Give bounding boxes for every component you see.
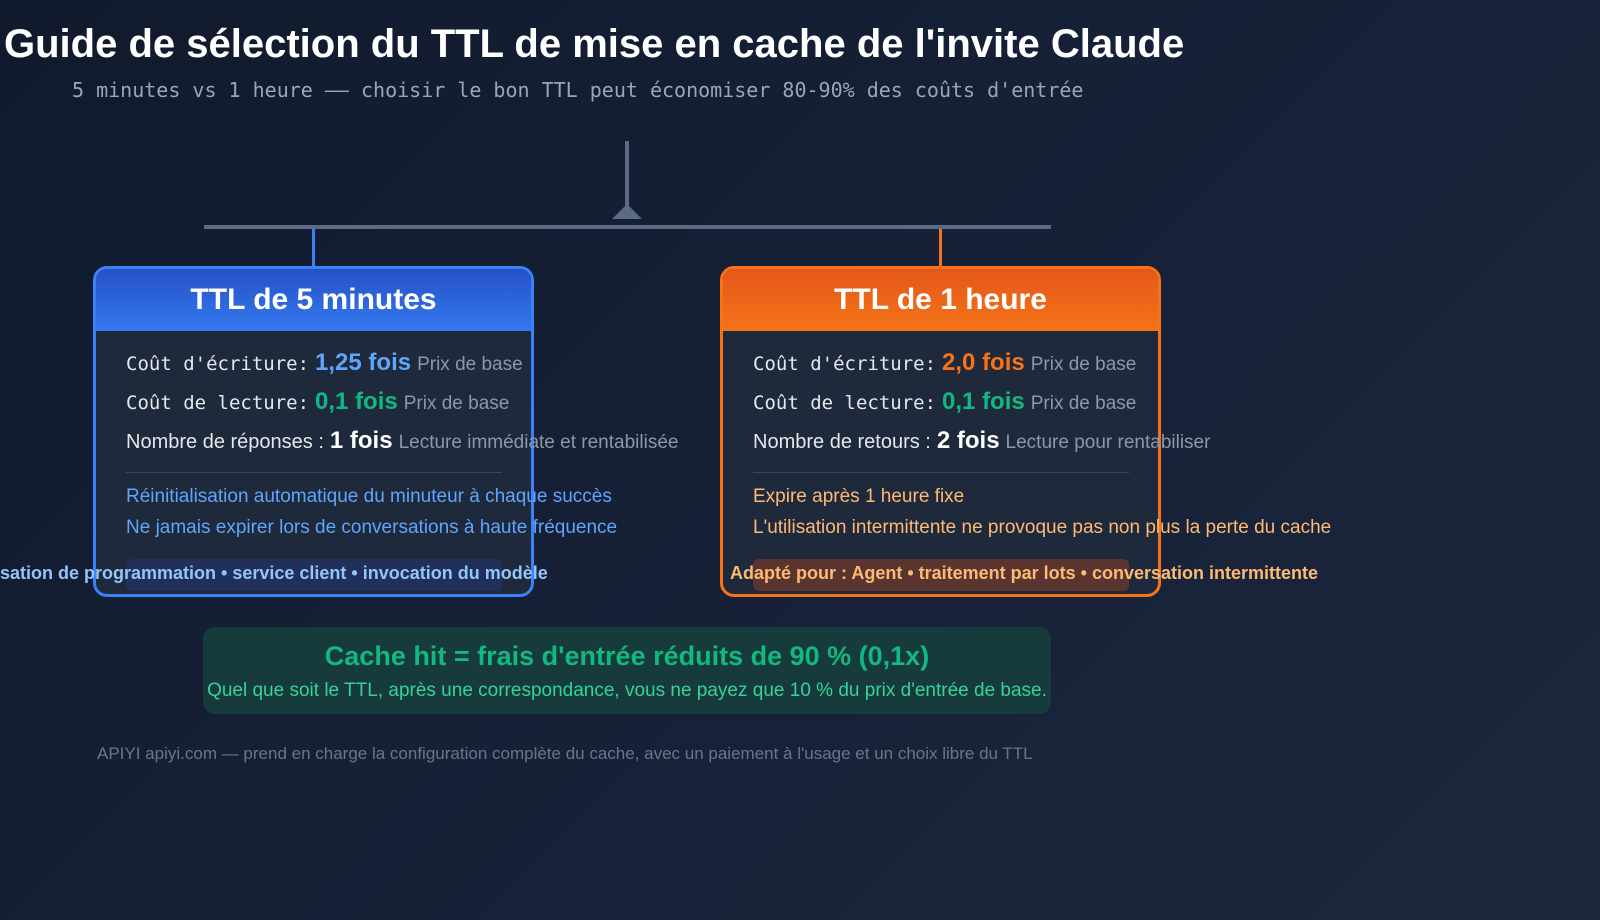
- note: Prix de base: [1030, 354, 1137, 375]
- connector-blue: [312, 229, 315, 267]
- feature: L'utilisation intermittente ne provoque …: [753, 517, 1332, 538]
- tags-background: [753, 559, 1129, 591]
- note: Lecture pour rentabiliser: [1005, 432, 1211, 453]
- card-5min: TTL de 5 minutes Coût d'écriture:1,25 fo…: [93, 266, 678, 597]
- label: Nombre de retours :: [753, 431, 931, 453]
- label: Coût d'écriture:: [753, 353, 937, 375]
- label: Nombre de réponses :: [126, 431, 324, 453]
- tags-1hour: Adapté pour : Agent • traitement par lot…: [730, 563, 1319, 583]
- page-title: Guide de sélection du TTL de mise en cac…: [4, 22, 1185, 66]
- connector-bar: [204, 225, 1051, 229]
- footer-note: APIYI apiyi.com — prend en charge la con…: [97, 744, 1033, 763]
- feature: Ne jamais expirer lors de conversations …: [126, 517, 618, 538]
- value: 0,1 fois: [942, 388, 1025, 415]
- card-title: TTL de 5 minutes: [96, 269, 531, 331]
- card-title: TTL de 1 heure: [723, 269, 1158, 331]
- tags-5min: sation de programmation • service client…: [0, 563, 548, 583]
- cache-hit-subtitle: Quel que soit le TTL, après une correspo…: [207, 680, 1047, 701]
- arrow-icon: [612, 204, 642, 219]
- connector-orange: [939, 229, 942, 267]
- value: 2,0 fois: [942, 349, 1025, 376]
- divider: [753, 472, 1129, 473]
- note: Prix de base: [403, 393, 510, 414]
- note: Prix de base: [417, 354, 523, 375]
- label: Coût de lecture:: [126, 392, 310, 414]
- cache-hit-panel: [203, 627, 1051, 714]
- tags-background: [126, 559, 502, 591]
- value: 2 fois: [936, 427, 1000, 454]
- value: 1,25 fois: [315, 349, 412, 376]
- divider: [126, 472, 502, 473]
- connector-stem: [625, 141, 629, 213]
- page-subtitle: 5 minutes vs 1 heure —— choisir le bon T…: [72, 78, 1084, 102]
- label: Coût d'écriture:: [126, 353, 310, 375]
- feature: Expire après 1 heure fixe: [753, 486, 965, 507]
- value: 0,1 fois: [315, 388, 398, 415]
- cache-hit-title: Cache hit = frais d'entrée réduits de 90…: [324, 641, 930, 671]
- label: Coût de lecture:: [753, 392, 937, 414]
- value: 1 fois: [329, 427, 393, 454]
- note: Lecture immédiate et rentabilisée: [398, 432, 679, 453]
- feature: Réinitialisation automatique du minuteur…: [126, 486, 612, 507]
- note: Prix de base: [1030, 393, 1137, 414]
